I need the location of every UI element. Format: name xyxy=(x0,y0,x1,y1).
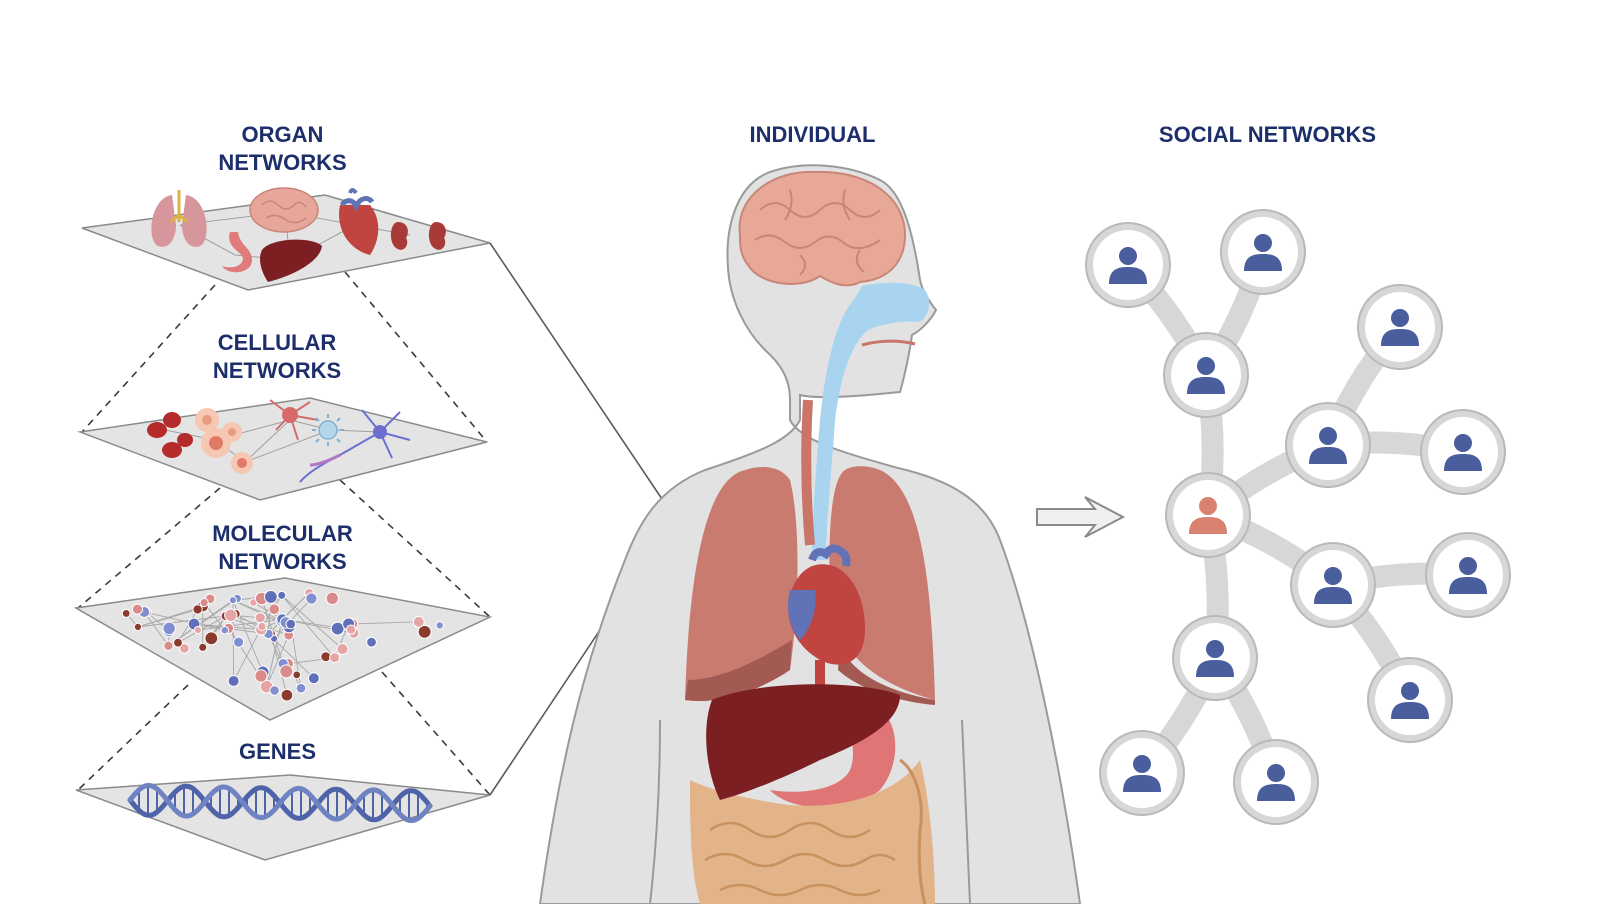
molecule-node-icon xyxy=(269,604,280,615)
person-node xyxy=(1221,210,1305,294)
molecular-label-line1: MOLECULAR xyxy=(170,520,395,548)
molecule-node-icon xyxy=(163,622,175,634)
cellular-label-line1: CELLULAR xyxy=(172,329,382,357)
molecule-node-icon xyxy=(306,593,317,604)
molecule-node-icon xyxy=(346,625,355,634)
molecule-node-icon xyxy=(330,653,340,663)
molecule-node-icon xyxy=(296,683,306,693)
person-node xyxy=(1421,410,1505,494)
person-node xyxy=(1286,403,1370,487)
molecule-node-icon xyxy=(286,619,296,629)
molecular-network-plane xyxy=(76,578,490,720)
brain-icon xyxy=(250,188,318,232)
person-node-highlighted xyxy=(1166,473,1250,557)
molecule-node-icon xyxy=(270,686,280,696)
brain-icon xyxy=(740,172,905,285)
molecule-node-icon xyxy=(122,609,130,617)
molecular-label-line2: NETWORKS xyxy=(170,548,395,576)
social-networks-label: SOCIAL NETWORKS xyxy=(1130,121,1405,149)
molecule-node-icon xyxy=(193,605,202,614)
person-node xyxy=(1234,740,1318,824)
person-node xyxy=(1164,333,1248,417)
molecule-node-icon xyxy=(194,626,201,633)
molecule-node-icon xyxy=(225,609,237,621)
molecule-node-icon xyxy=(199,643,207,651)
molecule-node-icon xyxy=(255,670,267,682)
person-node xyxy=(1173,616,1257,700)
molecule-node-icon xyxy=(293,671,301,679)
molecule-node-icon xyxy=(234,637,244,647)
molecule-node-icon xyxy=(205,632,218,645)
person-node xyxy=(1086,223,1170,307)
molecule-node-icon xyxy=(134,623,141,630)
molecule-node-icon xyxy=(132,604,142,614)
social-network xyxy=(1086,210,1510,824)
molecule-node-icon xyxy=(164,641,173,650)
cellular-networks-label: CELLULAR NETWORKS xyxy=(172,329,382,385)
cellular-label-line2: NETWORKS xyxy=(172,357,382,385)
person-node xyxy=(1426,533,1510,617)
person-node xyxy=(1368,658,1452,742)
person-node xyxy=(1291,543,1375,627)
molecule-node-icon xyxy=(326,592,338,604)
molecule-node-icon xyxy=(255,613,265,623)
molecule-node-icon xyxy=(229,597,236,604)
molecule-node-icon xyxy=(413,616,424,627)
organ-label-line2: NETWORKS xyxy=(180,149,385,177)
molecule-node-icon xyxy=(265,591,278,604)
molecule-node-icon xyxy=(278,591,286,599)
molecule-node-icon xyxy=(281,689,293,701)
cellular-network-plane xyxy=(80,398,487,500)
arrow-right-icon xyxy=(1037,497,1123,537)
individual-figure xyxy=(540,165,1080,904)
molecule-node-icon xyxy=(337,643,348,654)
organ-label-line1: ORGAN xyxy=(180,121,385,149)
molecule-node-icon xyxy=(308,673,319,684)
individual-label: INDIVIDUAL xyxy=(715,121,910,149)
organ-network-plane xyxy=(82,188,490,290)
molecule-node-icon xyxy=(200,598,208,606)
molecule-node-icon xyxy=(221,627,228,634)
person-node xyxy=(1358,285,1442,369)
molecule-node-icon xyxy=(280,665,293,678)
genes-label: GENES xyxy=(200,738,355,766)
molecule-node-icon xyxy=(367,637,377,647)
molecular-networks-label: MOLECULAR NETWORKS xyxy=(170,520,395,576)
molecule-node-icon xyxy=(258,622,266,630)
molecule-node-icon xyxy=(174,638,183,647)
molecule-node-icon xyxy=(436,622,443,629)
social-nodes xyxy=(1086,210,1510,824)
organ-networks-label: ORGAN NETWORKS xyxy=(180,121,385,177)
person-node xyxy=(1100,731,1184,815)
molecule-node-icon xyxy=(228,675,239,686)
genes-plane xyxy=(76,775,490,860)
